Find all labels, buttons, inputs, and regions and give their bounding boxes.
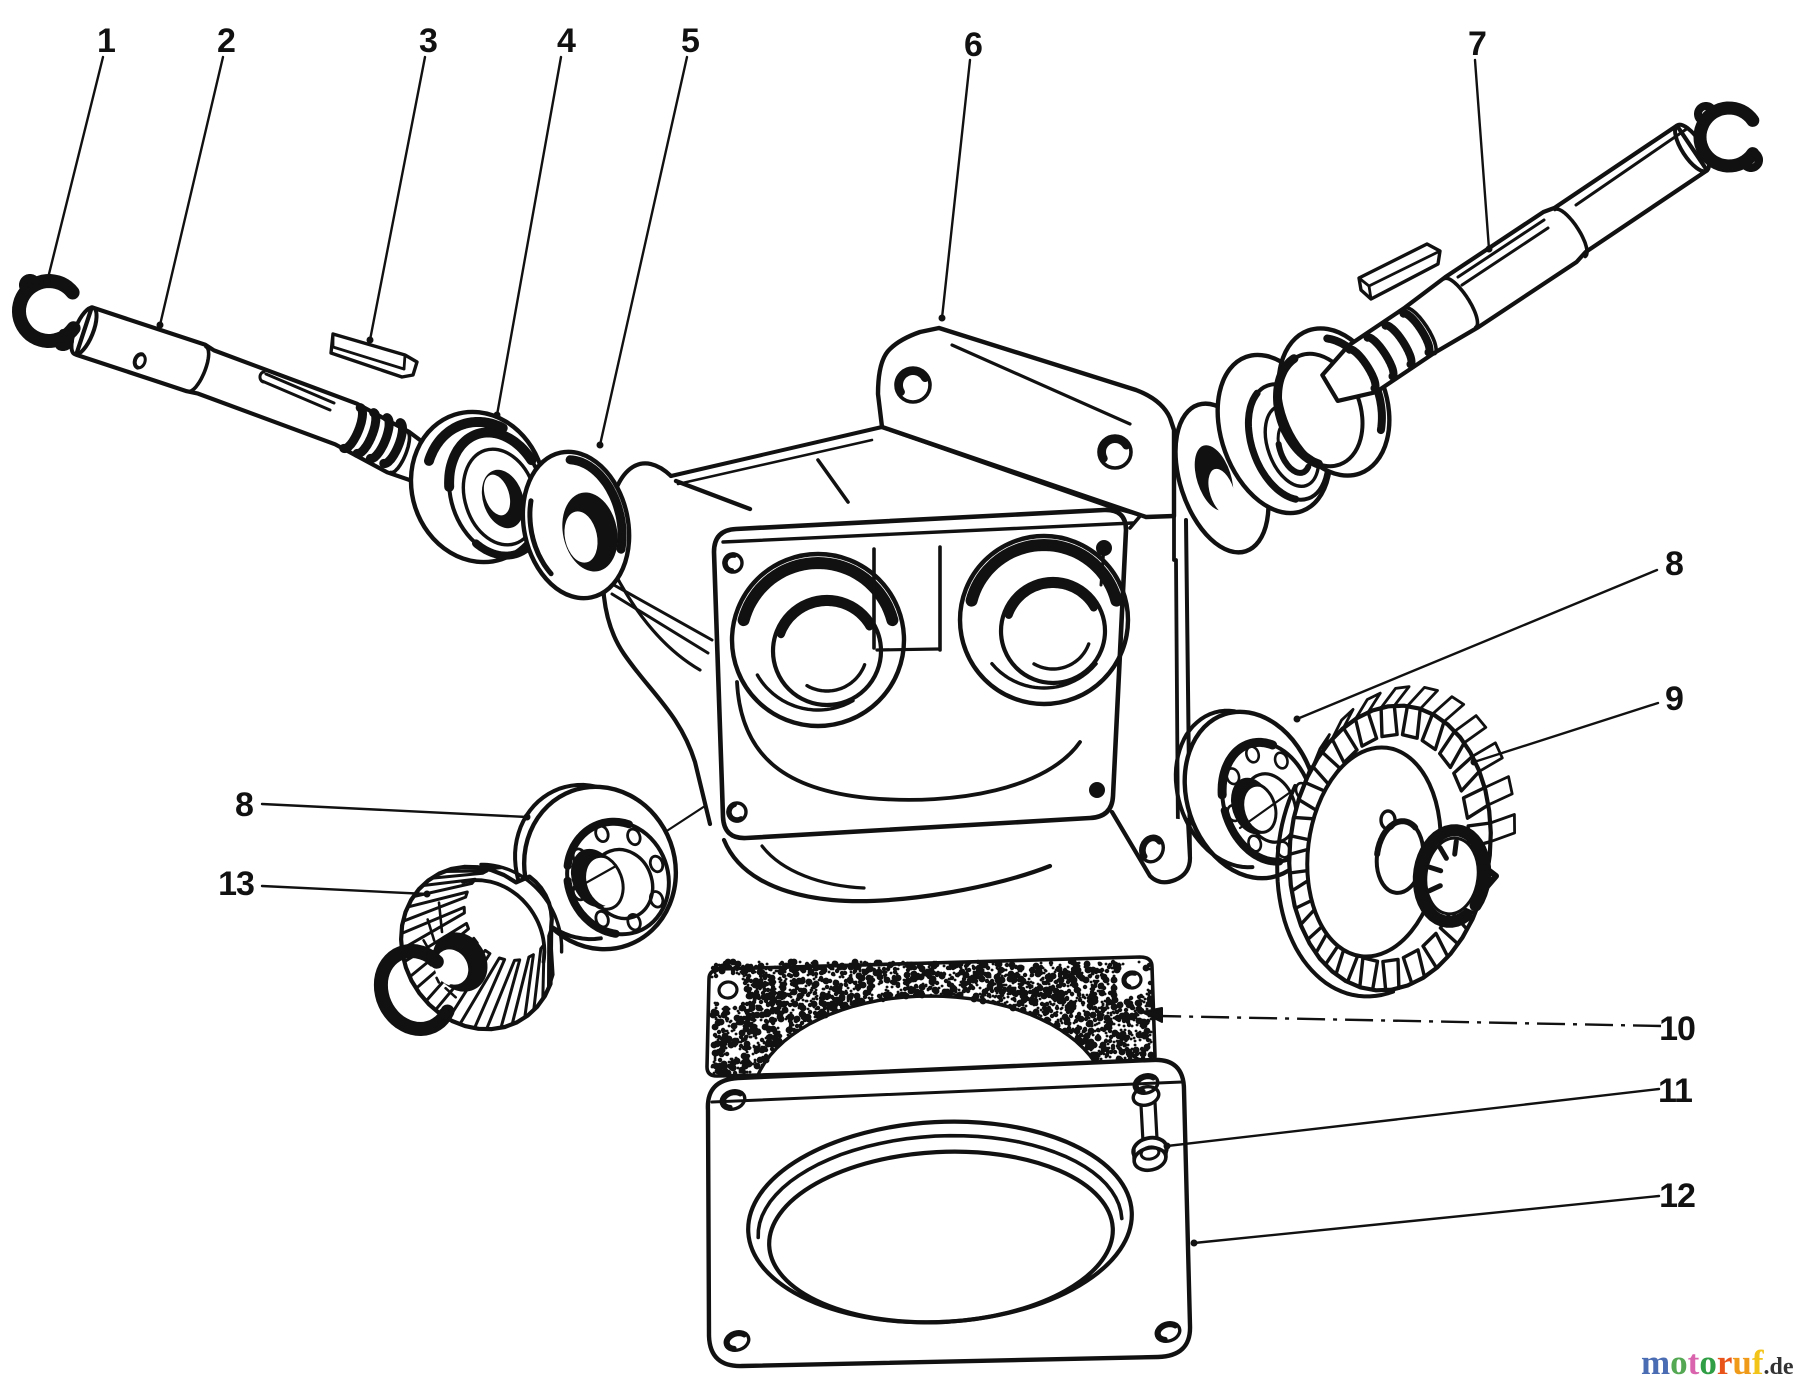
svg-text:7: 7 xyxy=(1468,25,1486,63)
svg-text:3: 3 xyxy=(419,22,437,60)
svg-text:12: 12 xyxy=(1659,1177,1695,1215)
svg-text:8: 8 xyxy=(235,786,253,824)
svg-text:10: 10 xyxy=(1659,1010,1695,1048)
svg-text:8: 8 xyxy=(1665,545,1683,583)
svg-text:motoruf.de: motoruf.de xyxy=(1641,1343,1794,1382)
svg-text:4: 4 xyxy=(557,22,576,60)
svg-text:6: 6 xyxy=(964,26,982,64)
svg-text:13: 13 xyxy=(218,865,254,903)
svg-text:11: 11 xyxy=(1658,1072,1692,1110)
svg-text:2: 2 xyxy=(217,22,235,60)
svg-text:9: 9 xyxy=(1665,680,1683,718)
svg-text:5: 5 xyxy=(681,22,699,60)
svg-text:1: 1 xyxy=(97,22,115,60)
